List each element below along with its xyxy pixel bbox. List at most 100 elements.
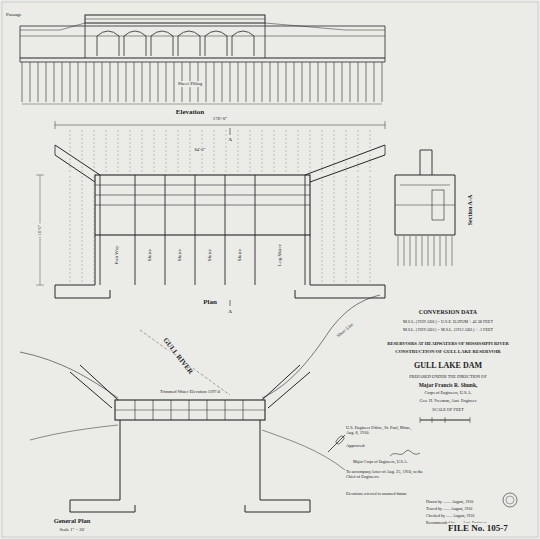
drawing-label: Sluice [207, 248, 213, 263]
drawing-label: Sluice [177, 248, 183, 263]
drawing-label: Corps of Engineers, U.S.A. [423, 391, 472, 396]
plan-view [36, 121, 385, 306]
pile-stroke [222, 62, 223, 102]
pile-stroke [206, 62, 207, 102]
pile-stroke [440, 236, 441, 266]
arch-opening [151, 31, 173, 56]
pile-stroke [178, 130, 179, 172]
pile-stroke [189, 400, 190, 420]
pile-stroke [153, 400, 154, 420]
pile-stroke [225, 400, 226, 420]
drawing-label: Sluice [147, 248, 153, 263]
pile-stroke [334, 130, 335, 172]
pile-stroke [322, 176, 323, 282]
pile-stroke [326, 62, 327, 102]
drawing-label: RESERVOIRS AT HEADWATERS OF MISSISSIPPI … [386, 341, 510, 346]
arch-opening [232, 31, 254, 56]
pile-stroke [334, 176, 335, 282]
drawing-label: General Plan [53, 517, 92, 524]
pile-stroke [166, 130, 167, 172]
pile-stroke [134, 62, 135, 102]
drawing-label: Sluice [237, 248, 243, 263]
pile-stroke [358, 62, 359, 102]
pile-stroke [382, 62, 383, 102]
drawing-label: PREPARED UNDER THE DIRECTION OF [408, 375, 488, 380]
pile-stroke [174, 62, 175, 102]
drawing-label: Shore Line [335, 321, 355, 339]
drawing-label: Elevation [175, 108, 205, 116]
pile-stroke [346, 176, 347, 282]
pile-stroke [238, 130, 239, 172]
drawing-label: Fish Way [114, 245, 120, 266]
pile-stroke [46, 62, 47, 102]
pile-stroke [310, 62, 311, 102]
pile-stroke [78, 62, 79, 102]
pile-stroke [166, 62, 167, 102]
pile-stroke [62, 62, 63, 102]
pile-stroke [374, 62, 375, 102]
pile-stroke [110, 62, 111, 102]
drawing-label: SCALE OF FEET [431, 408, 465, 413]
drawing-label: Passage [5, 12, 23, 18]
pile-stroke [370, 130, 371, 172]
pile-stroke [142, 62, 143, 102]
pile-stroke [70, 62, 71, 102]
pile-stroke [250, 130, 251, 172]
pile-stroke [318, 62, 319, 102]
pile-stroke [342, 62, 343, 102]
pile-stroke [243, 400, 244, 420]
drawing-label: 84'-0" [194, 147, 207, 152]
drawing-label: Elevations referred to assumed datum [345, 492, 407, 497]
pile-stroke [22, 62, 23, 102]
drawing-label: Traced by ....... August, 1910 [425, 507, 473, 512]
pile-stroke [142, 130, 143, 172]
pile-stroke [118, 62, 119, 102]
drawing-label: CONVERSION DATA [418, 309, 478, 316]
pile-stroke [130, 130, 131, 172]
pile-stroke [358, 130, 359, 172]
pile-stroke [154, 130, 155, 172]
pile-stroke [452, 236, 453, 266]
pile-stroke [86, 62, 87, 102]
pile-stroke [274, 130, 275, 172]
pile-stroke [286, 130, 287, 172]
pile-stroke [207, 400, 208, 420]
pile-stroke [404, 236, 405, 266]
pile-stroke [434, 236, 435, 266]
arch-opening [205, 31, 227, 56]
drawing-label: M.S.L. (1929 ADJ.) = U.S.E. DATUM + 42.3… [402, 320, 494, 325]
pile-stroke [82, 176, 83, 282]
drawing-label: Plan [202, 298, 218, 306]
general-plan-view [20, 295, 380, 512]
drawing-label: Scale 1" = 20' [58, 527, 85, 532]
pile-stroke [190, 130, 191, 172]
drawing-label: 16'-0" [37, 224, 42, 237]
drawing-label: GULL RIVER [161, 335, 196, 376]
pile-stroke [135, 400, 136, 420]
pile-stroke [322, 130, 323, 172]
pile-stroke [416, 236, 417, 266]
drawing-label: Approved: [345, 443, 366, 448]
pile-stroke [278, 62, 279, 102]
pile-stroke [254, 62, 255, 102]
drawing-label: Trimmed Water Elevation 1197.0 [159, 389, 221, 394]
drawing-label: Major Corps of Engineers, U.S.A. [352, 460, 409, 465]
pile-stroke [38, 62, 39, 102]
pile-stroke [350, 62, 351, 102]
drawing-label: Drawn by ........ August, 1910 [425, 500, 474, 505]
pile-stroke [171, 400, 172, 420]
pile-stroke [246, 62, 247, 102]
pile-stroke [298, 130, 299, 172]
pile-stroke [310, 130, 311, 172]
pile-stroke [370, 176, 371, 282]
pile-stroke [94, 176, 95, 282]
pile-stroke [118, 130, 119, 172]
pile-stroke [54, 62, 55, 102]
drawing-label: M.S.L. (1929 ADJ.) = M.S.L. (1912 ADJ.) … [402, 328, 494, 333]
pile-stroke [422, 236, 423, 266]
pile-stroke [428, 236, 429, 266]
pile-stroke [302, 62, 303, 102]
